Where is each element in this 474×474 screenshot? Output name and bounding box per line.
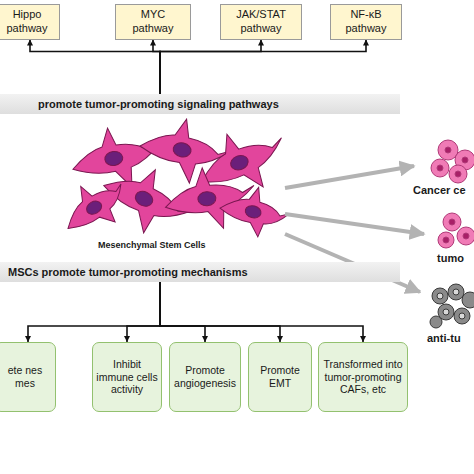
node-text: JAK/STAT pathway — [225, 8, 297, 36]
pathway-box: NF-κB pathway — [330, 4, 402, 40]
node-text: ete nes mes — [0, 364, 52, 389]
branch-connector — [127, 282, 160, 342]
node-text: promote tumor-promoting signaling pathwa… — [38, 98, 279, 110]
node-text: Hippo pathway — [0, 8, 55, 36]
branch-connector — [28, 282, 160, 342]
node-text: Transformed into tumor-promoting CAFs, e… — [322, 358, 404, 396]
pathway-box: Hippo pathway — [0, 4, 60, 40]
effect-box: Transformed into tumor-promoting CAFs, e… — [318, 342, 408, 412]
branch-connector — [160, 282, 280, 342]
node-text: MSCs promote tumor-promoting mechanisms — [8, 266, 248, 278]
branch-connector — [160, 282, 363, 342]
branch-connector — [30, 40, 160, 95]
outcome-label: Cancer ce — [413, 184, 466, 196]
cancer-cells — [431, 140, 474, 183]
pathway-box: JAK/STAT pathway — [220, 4, 302, 40]
mechanism-band: promote tumor-promoting signaling pathwa… — [0, 94, 400, 114]
node-text: NF-κB pathway — [335, 8, 397, 36]
outcome-label: tumo — [437, 252, 464, 264]
pathway-box: MYC pathway — [115, 4, 191, 40]
tumor-cells — [438, 213, 474, 248]
effect-box: ete nes mes — [0, 342, 56, 412]
cell-label: Mesenchymal Stem Cells — [98, 240, 206, 250]
branch-connector — [160, 40, 366, 95]
branch-connector — [160, 282, 205, 342]
anti-tumor-cells — [430, 284, 474, 328]
branch-connector — [160, 40, 261, 95]
node-text: MYC pathway — [120, 8, 186, 36]
node-text: Promote EMT — [252, 364, 308, 389]
effect-box: Promote angiogenesis — [169, 342, 241, 412]
effect-box: Inhibit immune cells activity — [92, 342, 162, 412]
mechanism-band: MSCs promote tumor-promoting mechanisms — [0, 262, 400, 282]
outcome-label: anti-tu — [427, 332, 461, 344]
node-text: Promote angiogenesis — [173, 364, 237, 389]
stem-cells — [53, 111, 295, 247]
branch-connector — [153, 40, 160, 95]
effect-box: Promote EMT — [248, 342, 312, 412]
node-text: Inhibit immune cells activity — [96, 358, 158, 396]
